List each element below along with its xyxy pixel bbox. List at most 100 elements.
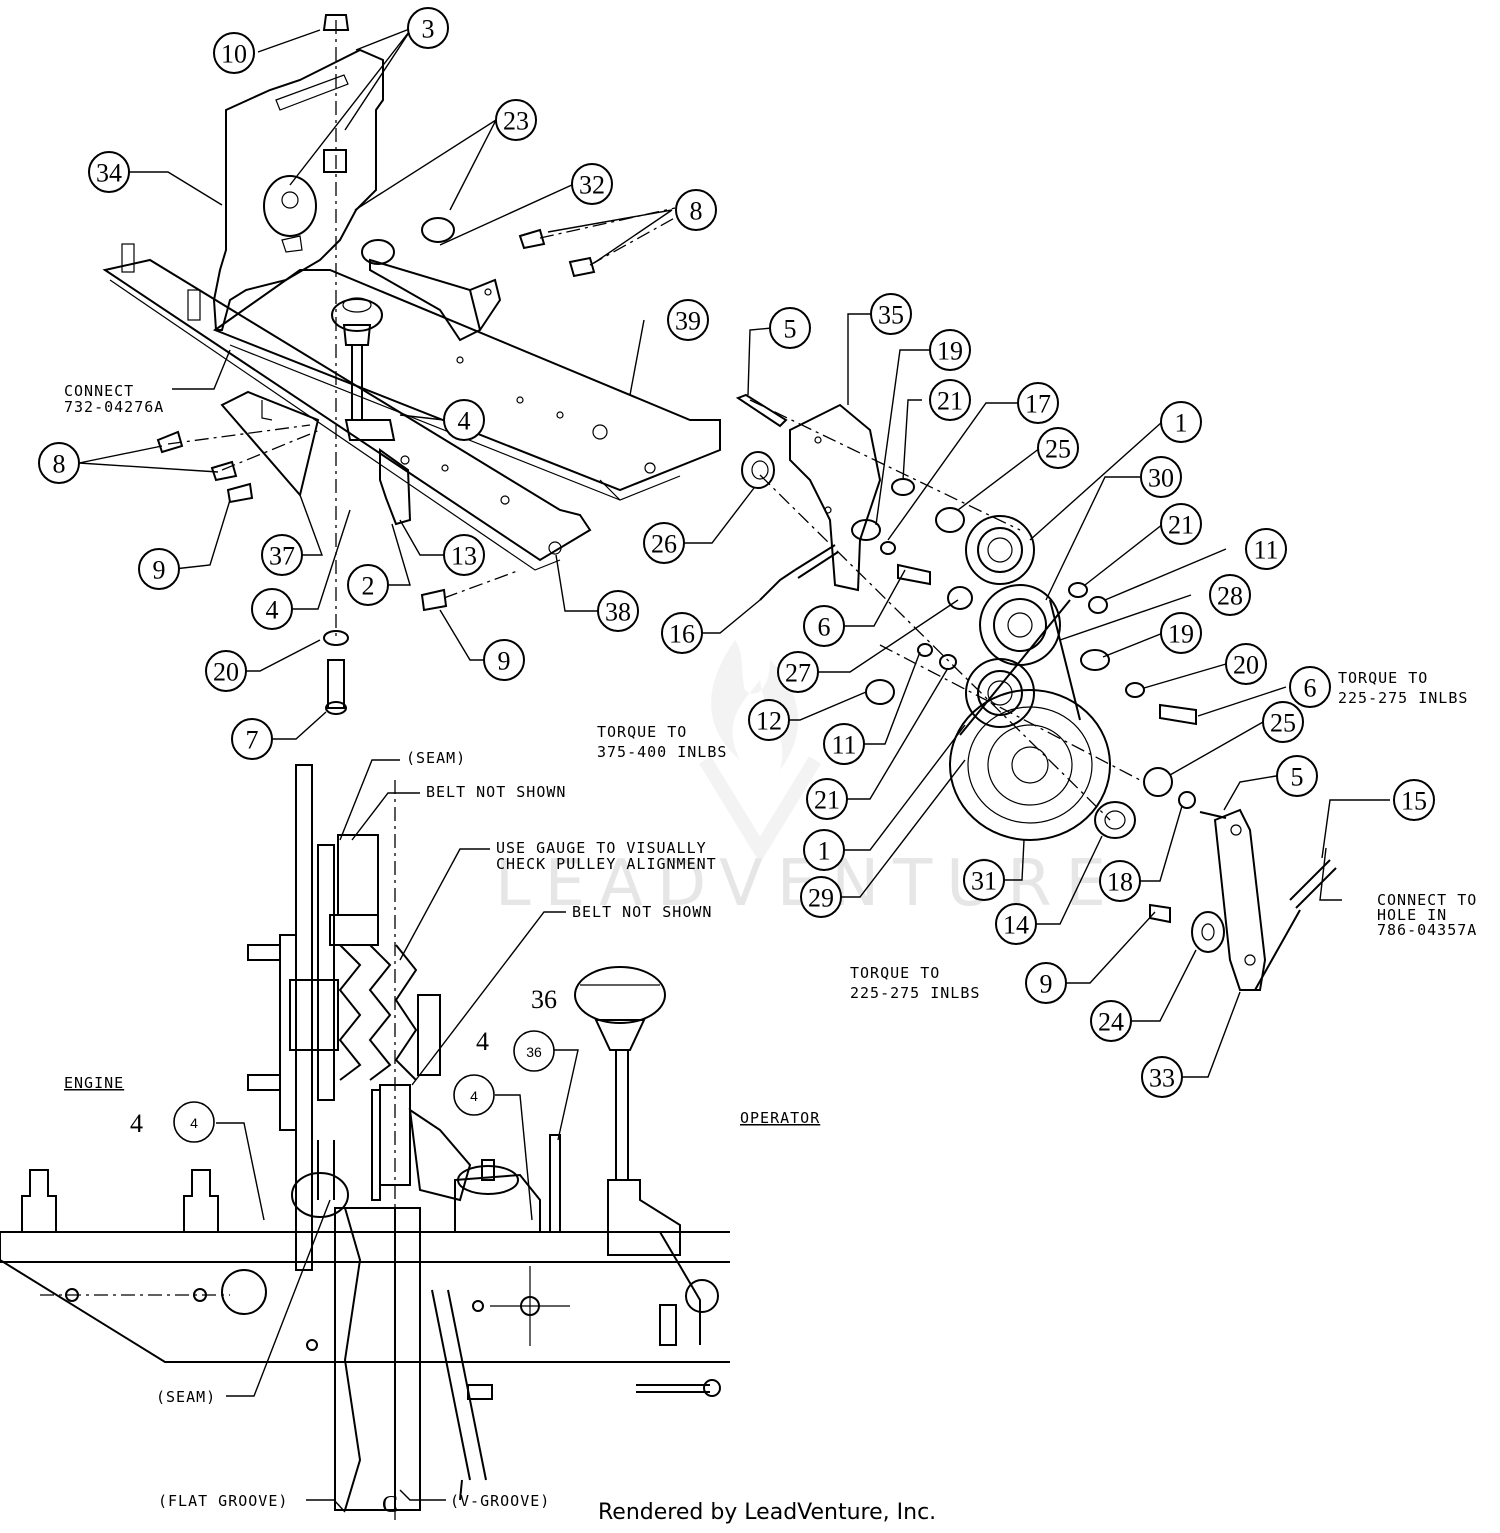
- operator-label: OPERATOR: [740, 1109, 820, 1127]
- torque-note-225a-line2: 225-275 INLBS: [1338, 689, 1468, 707]
- callout-number: 18: [1107, 868, 1133, 897]
- callout-10: 10: [213, 32, 255, 74]
- callout-number: 10: [221, 40, 247, 69]
- callout-number: 5: [784, 315, 797, 344]
- callout-1: 1: [803, 829, 845, 871]
- callout-23: 23: [495, 99, 537, 141]
- torque-note-225b-line2: 225-275 INLBS: [850, 984, 980, 1002]
- callout-19: 19: [1160, 612, 1202, 654]
- connect-hole-note-line1: CONNECT TO: [1377, 891, 1477, 909]
- upper-left-assembly: [102, 14, 721, 715]
- callout-circle: [800, 876, 842, 918]
- callout-number: 7: [246, 726, 259, 755]
- callout-39: 39: [667, 299, 709, 341]
- callout-circle: [963, 859, 1005, 901]
- callout-16: 16: [661, 612, 703, 654]
- callout-number: 9: [153, 556, 166, 585]
- callout-number: 11: [831, 731, 856, 760]
- callout-29: 29: [800, 876, 842, 918]
- callout-9: 9: [1025, 962, 1067, 1004]
- upper-right-assembly: [735, 393, 1337, 991]
- callout-circle: [1160, 401, 1202, 443]
- callout-number: 21: [1168, 511, 1194, 540]
- frame-bar: [212, 269, 721, 492]
- connect-note-line2: 732-04276A: [64, 398, 164, 416]
- callout-25: 25: [1262, 701, 1304, 743]
- callout-circle: [407, 7, 449, 49]
- callout-circle: [251, 588, 293, 630]
- callout-20: 20: [205, 650, 247, 692]
- callout-circle: [1090, 1000, 1132, 1042]
- connect-hole-note-line2: HOLE IN: [1377, 906, 1447, 924]
- callout-circle: [667, 299, 709, 341]
- callout-number: 33: [1149, 1064, 1175, 1093]
- callout-number: 39: [675, 307, 701, 336]
- callout-2: 2: [347, 564, 389, 606]
- callout-number: 20: [213, 658, 239, 687]
- shield-plate: [212, 48, 384, 331]
- callout-circle: [205, 650, 247, 692]
- small-callout-circle: [453, 1074, 495, 1116]
- callout-25: 25: [1037, 427, 1079, 469]
- callout-circle: [748, 699, 790, 741]
- callout-number: 26: [651, 530, 677, 559]
- callout-number: 4: [458, 407, 471, 436]
- idler-pulley-lower: [965, 658, 1035, 728]
- callout-number: 4: [266, 596, 279, 625]
- callout-number: 3: [422, 15, 435, 44]
- callout-9: 9: [483, 639, 525, 681]
- callout-number: 2: [362, 572, 375, 601]
- rendered-by-footer: Rendered by LeadVenture, Inc.: [598, 1500, 937, 1525]
- callout-circle: [483, 639, 525, 681]
- frame-rail: [0, 1231, 730, 1363]
- callout-8: 8: [38, 442, 80, 484]
- callout-5: 5: [769, 307, 811, 349]
- callout-number: 37: [269, 542, 295, 571]
- callout-number: 5: [1291, 763, 1304, 792]
- small-callout-number: 4: [470, 1088, 478, 1104]
- v-groove-label: (V-GROOVE): [450, 1492, 550, 1510]
- callout-circle: [38, 442, 80, 484]
- callout-26: 26: [643, 522, 685, 564]
- callout-number: 25: [1270, 709, 1296, 738]
- callout-32: 32: [571, 163, 613, 205]
- callout-number: 12: [756, 707, 782, 736]
- callout-8: 8: [675, 189, 717, 231]
- lift-knob: [574, 966, 666, 1024]
- plate-bracket: [220, 390, 320, 498]
- callout-number: 25: [1045, 435, 1071, 464]
- callout-circle: [1160, 503, 1202, 545]
- callout-34: 34: [88, 151, 130, 193]
- callout-number: 20: [1233, 651, 1259, 680]
- callout-number: 30: [1148, 464, 1174, 493]
- callout-33: 33: [1141, 1056, 1183, 1098]
- callout-circle: [138, 548, 180, 590]
- connect-hole-note-line3: 786-04357A: [1377, 921, 1477, 939]
- callout-number: 8: [690, 197, 703, 226]
- callout-circle: [1262, 701, 1304, 743]
- callout-circle: [661, 612, 703, 654]
- torque-note-375-line1: TORQUE TO: [597, 723, 687, 741]
- idler-pulley-upper: [965, 515, 1035, 585]
- idler-arm: [789, 403, 882, 592]
- callout-circle: [597, 590, 639, 632]
- callout-circle: [1017, 382, 1059, 424]
- callout-number: 35: [878, 301, 904, 330]
- belt-not-shown-label-2: BELT NOT SHOWN: [572, 903, 712, 921]
- callout-37: 37: [261, 534, 303, 576]
- callout-circle: [347, 564, 389, 606]
- big-label-36: 36: [531, 985, 557, 1014]
- callout-number: 31: [971, 867, 997, 896]
- callout-28: 28: [1209, 574, 1251, 616]
- callout-number: 23: [503, 107, 529, 136]
- callout-21: 21: [806, 778, 848, 820]
- callout-circle: [1141, 1056, 1183, 1098]
- big-label-4b: 4: [130, 1109, 143, 1138]
- callout-17: 17: [1017, 382, 1059, 424]
- callout-number: 24: [1098, 1008, 1124, 1037]
- callout-19: 19: [929, 329, 971, 371]
- callout-27: 27: [777, 651, 819, 693]
- callout-6: 6: [1289, 666, 1331, 708]
- callout-number: 19: [937, 337, 963, 366]
